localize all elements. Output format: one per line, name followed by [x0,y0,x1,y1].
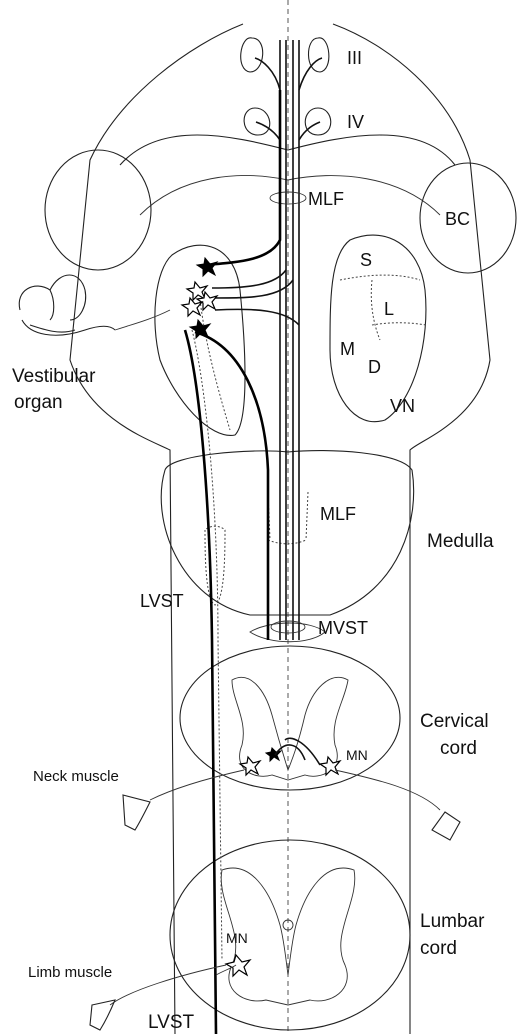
vn-region-right [330,235,426,422]
vestibular-organ [19,275,115,335]
cervical-mn-left [240,757,260,775]
vn-subdiv-2 [371,280,380,340]
label-mn-cervical: MN [346,747,368,763]
vestibular-nerve [115,310,170,330]
vn-subdiv-3 [372,323,426,325]
vn-to-mlf-3 [212,280,293,298]
nucleus-iv-right [305,108,331,135]
neck-muscle-left [123,795,150,830]
lvst-dotted [192,330,222,960]
label-lvst-mid: LVST [140,591,184,611]
label-vn: VN [390,396,415,416]
label-cervical-2: cord [440,738,477,759]
label-iii: III [347,48,362,68]
axon-to-iii-left [255,58,280,90]
vn-neuron-dark-1 [197,258,217,276]
axon-to-iv-right [299,122,320,140]
label-d: D [368,357,381,377]
nucleus-iii-left [241,38,263,72]
lumbar-cord-outline [170,840,410,1030]
bc-left [45,150,151,270]
label-bc: BC [445,209,470,229]
label-lumbar-2: cord [420,938,457,959]
label-neck-muscle: Neck muscle [33,768,119,785]
label-vestibular-organ-2: organ [14,392,63,413]
label-limb-muscle: Limb muscle [28,964,112,981]
medulla-outline [161,451,413,615]
label-cervical-1: Cervical [420,711,489,732]
neck-muscle-axon-right [335,770,440,810]
label-l: L [384,299,394,319]
label-iv: IV [347,112,364,132]
label-m: M [340,339,355,359]
label-medulla: Medulla [427,531,494,552]
lvst-tract [185,330,216,1034]
nucleus-iii-right [308,38,328,72]
label-mn-lumbar: MN [226,930,248,946]
axon-to-iii-right [299,58,322,90]
vn-to-mlf-2 [212,270,286,288]
label-mlf-medulla: MLF [320,504,356,524]
label-mlf-top: MLF [308,189,344,209]
neck-muscle-right [432,812,460,840]
label-lvst-bottom: LVST [148,1012,195,1033]
limb-muscle-axon [110,965,226,1005]
label-mvst: MVST [318,618,368,638]
vn-subdiv-1 [340,275,420,280]
vn-left-dotted [200,300,230,430]
label-s: S [360,250,372,270]
pons-inner-outline [140,176,440,215]
label-vestibular-organ-1: Vestibular [12,366,96,387]
neck-muscle-axon-left [150,770,244,800]
label-lumbar-1: Lumbar [420,911,485,932]
